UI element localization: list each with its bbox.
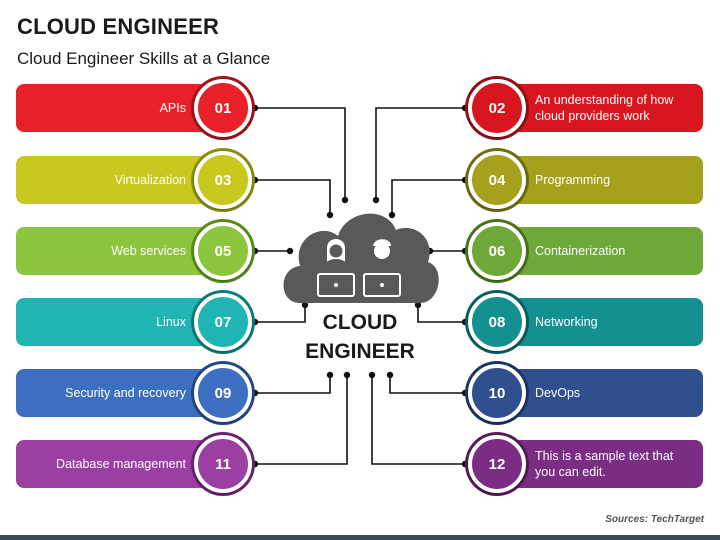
skill-number-02: 02	[488, 99, 506, 117]
skill-number-badge-06: 06	[468, 222, 526, 280]
person-left-icon	[317, 239, 355, 297]
skill-number-badge-10: 10	[468, 364, 526, 422]
skill-number-badge-05: 05	[194, 222, 252, 280]
center-label-cloud: CLOUD	[322, 311, 398, 334]
skill-number-08: 08	[488, 313, 506, 331]
person-right-icon	[363, 239, 401, 297]
connector-11	[255, 375, 348, 465]
skill-number-06: 06	[488, 242, 506, 260]
skill-label-09: Security and recovery	[65, 386, 186, 400]
skill-number-badge-01: 01	[194, 79, 252, 137]
skill-label-01: APIs	[159, 101, 186, 115]
skill-bar-09: Security and recovery	[16, 369, 216, 417]
skill-number-badge-03: 03	[194, 151, 252, 209]
skill-number-badge-09: 09	[194, 364, 252, 422]
skill-bar-07: Linux	[16, 298, 216, 346]
skill-label-08: Networking	[535, 315, 598, 329]
connector-04	[391, 179, 465, 215]
skill-bar-11: Database management	[16, 440, 216, 488]
skill-label-02: An understanding of how cloud providers …	[535, 93, 674, 123]
skill-bar-10: DevOps	[505, 369, 703, 417]
connector-10	[389, 375, 465, 394]
center-label-engineer: ENGINEER	[305, 340, 415, 363]
skill-bar-12: This is a sample text that you can edit.	[505, 440, 703, 488]
skill-number-badge-11: 11	[194, 435, 252, 493]
skill-bar-06: Containerization	[505, 227, 703, 275]
skill-label-03: Virtualization	[114, 173, 186, 187]
skill-bar-02: An understanding of how cloud providers …	[505, 84, 703, 132]
skill-number-03: 03	[214, 171, 232, 189]
skill-label-07: Linux	[156, 315, 186, 329]
bottom-bar	[0, 535, 720, 540]
skill-number-05: 05	[214, 242, 232, 260]
skill-number-badge-07: 07	[194, 293, 252, 351]
skill-number-04: 04	[488, 171, 506, 189]
skill-number-badge-02: 02	[468, 79, 526, 137]
skill-bar-01: APIs	[16, 84, 216, 132]
skill-label-10: DevOps	[535, 386, 581, 400]
skill-bar-05: Web services	[16, 227, 216, 275]
skill-number-badge-04: 04	[468, 151, 526, 209]
page-subtitle: Cloud Engineer Skills at a Glance	[17, 49, 271, 68]
cloud-icon	[283, 213, 439, 303]
skill-bar-08: Networking	[505, 298, 703, 346]
connector-03	[255, 179, 331, 215]
connector-07	[255, 305, 306, 323]
skill-number-12: 12	[488, 455, 506, 473]
connector-08	[417, 305, 465, 323]
skill-bar-04: Programming	[505, 156, 703, 204]
skill-number-badge-08: 08	[468, 293, 526, 351]
page-title: CLOUD ENGINEER	[17, 14, 220, 39]
source-note: Sources: TechTarget	[605, 514, 704, 525]
skill-number-01: 01	[214, 99, 232, 117]
skill-number-09: 09	[214, 384, 232, 402]
connector-12	[371, 375, 465, 465]
connector-01	[255, 107, 346, 200]
skill-label-05: Web services	[111, 244, 186, 258]
skill-number-07: 07	[214, 313, 232, 331]
skill-number-10: 10	[488, 384, 506, 402]
skill-label-12: This is a sample text that you can edit.	[535, 449, 674, 479]
skill-label-06: Containerization	[535, 244, 626, 258]
skill-bar-03: Virtualization	[16, 156, 216, 204]
skill-label-04: Programming	[535, 173, 611, 187]
connector-02	[375, 107, 465, 200]
connector-09	[255, 375, 331, 394]
skill-label-11: Database management	[56, 457, 186, 471]
skill-number-11: 11	[215, 455, 231, 473]
skill-number-badge-12: 12	[468, 435, 526, 493]
